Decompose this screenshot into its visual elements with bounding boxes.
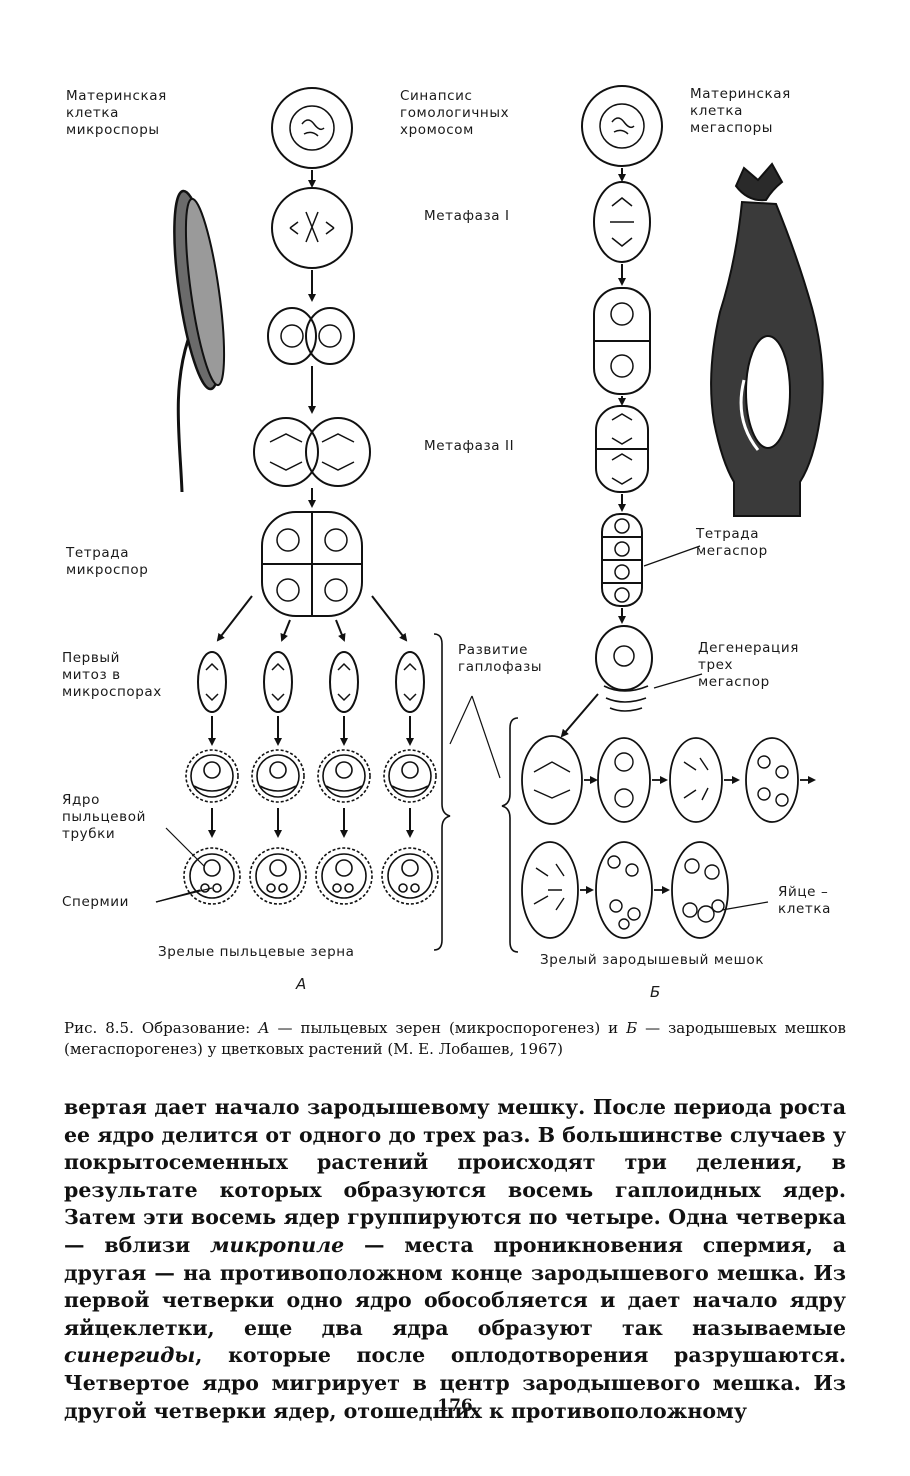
label-microspore-tetrad: Тетрада микроспор [66,545,149,578]
label-mature-sac: Зрелый зародышевый мешок [540,952,765,968]
label-metaphase1: Метафаза I [424,208,510,224]
metaphase1-cell [271,187,353,269]
mega-metaphase2 [595,405,649,493]
bicellular-pollen [185,749,437,803]
label-first-mitosis: Первый митоз в микроспорах [62,650,162,700]
dyad-cell [267,307,355,365]
body-text-part: , которые после оплодотворения разрушают… [64,1343,846,1423]
label-microspore-mother: Материнская клетка микроспоры [66,88,167,138]
body-text-part: — места проникновения спермия, а другая … [64,1232,846,1340]
page-number: 176 [437,1396,473,1416]
figure-drawing [155,85,824,953]
label-haplophase: Развитие гаплофазы [458,642,543,675]
body-paragraph: вертая дает начало зародышевому мешку. П… [64,1094,846,1425]
label-egg-cell: Яйце – клетка [778,884,831,917]
mega-metaphase1 [593,181,651,263]
caption-b-text: — зародышевых мешков (мегаспорогенез) у … [64,1019,846,1058]
body-term-micropyle: микропиле [210,1232,345,1257]
degenerating-megaspores [595,625,653,712]
mature-pollen-grains [183,847,439,905]
mega-dyad [593,287,651,395]
label-megaspore-mother: Материнская клетка мегаспоры [690,86,791,136]
ovary-drawing [710,162,824,517]
caption-b-letter: Б [626,1019,638,1037]
anther-drawing [173,189,226,493]
caption-lead: Рис. 8.5. Образование: [64,1019,259,1037]
body-term-synergids: синергиды [64,1343,196,1368]
panel-letter-a: А [296,975,307,993]
label-metaphase2: Метафаза II [424,438,515,454]
metaphase2-cell [253,417,371,487]
figure-caption: Рис. 8.5. Образование: А — пыльцевых зер… [64,1018,846,1060]
embryo-sac-stages [521,735,816,939]
label-megaspore-tetrad: Тетрада мегаспор [696,526,768,559]
label-synapsis: Синапсис гомологичных хромосом [400,88,510,138]
megaspore-tetrad [601,513,643,607]
label-sperm: Спермии [62,894,130,910]
label-degeneration: Дегенерация трех мегаспор [698,640,799,690]
microspore-tetrad [261,511,363,617]
label-mature-pollen: Зрелые пыльцевые зерна [158,944,355,960]
label-tube-nucleus: Ядро пыльцевой трубки [62,792,146,842]
figure: Материнская клетка микроспоры Синапсис г… [62,85,831,1001]
body-text-part: вертая дает начало зародышевому мешку. П… [64,1095,846,1257]
first-mitosis-cells [197,651,425,713]
megaspore-mother-cell [581,85,663,167]
caption-a-text: — пыльцевых зерен (микроспорогенез) и [269,1019,627,1037]
panel-letter-b: Б [650,983,661,1001]
microspore-mother-cell [271,87,353,169]
caption-a-letter: А [258,1019,270,1037]
